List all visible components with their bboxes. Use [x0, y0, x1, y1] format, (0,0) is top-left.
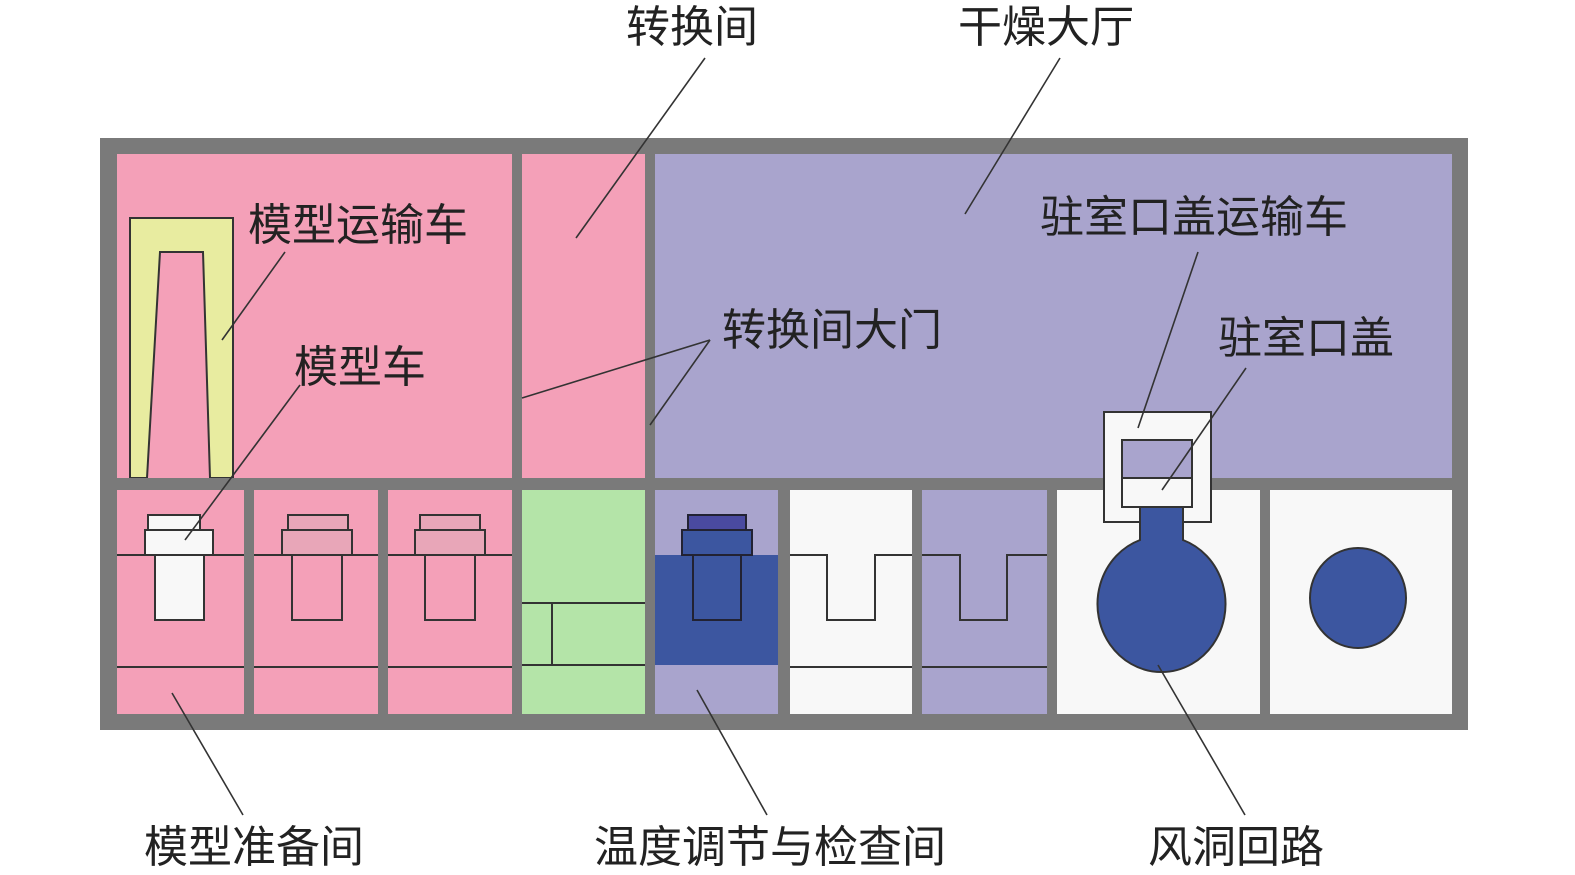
leader-lines — [171, 57, 1247, 816]
chamber-cover-shape — [1121, 477, 1193, 508]
drying-hall — [655, 154, 1452, 478]
label-chamber-cover: 驻室口盖 — [1218, 313, 1394, 364]
tunnel-circuit-shape-1 — [1096, 506, 1227, 674]
model-cart-shapes — [117, 514, 1047, 668]
label-transfer-room: 转换间 — [626, 2, 758, 53]
label-tunnel-circuit: 风洞回路 — [1148, 822, 1324, 873]
tunnel-circuit-shape-2 — [1309, 547, 1407, 649]
label-model-transport-cart: 模型运输车 — [248, 200, 468, 251]
lower-cells — [117, 490, 1452, 714]
chamber-cover-opening — [1121, 439, 1193, 479]
white-cell-1 — [790, 490, 912, 714]
purple-cell — [922, 490, 1047, 714]
label-drying-hall: 干燥大厅 — [958, 2, 1134, 53]
label-transfer-room-door: 转换间大门 — [722, 305, 942, 356]
label-chamber-cover-transport-cart: 驻室口盖运输车 — [1040, 192, 1348, 243]
transfer-room — [522, 154, 645, 478]
model-transport-area — [117, 154, 512, 478]
label-model-cart: 模型车 — [294, 342, 426, 393]
label-temp-check-room: 温度调节与检查间 — [594, 822, 946, 873]
label-model-prep-room: 模型准备间 — [144, 822, 364, 873]
